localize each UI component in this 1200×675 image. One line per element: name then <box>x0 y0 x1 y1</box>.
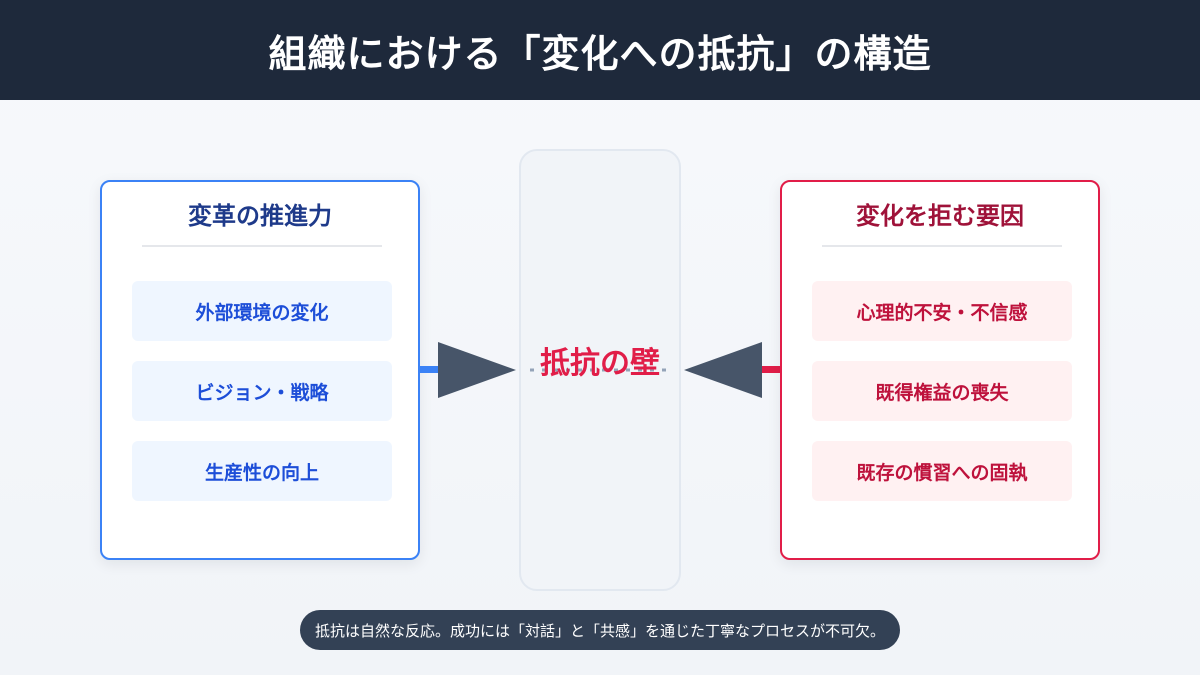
driving-forces-title: 変革の推進力 <box>188 202 332 230</box>
resisting-factors-panel: 変化を拒む要因 心理的不安・不信感 既得権益の喪失 既存の慣習への固執 <box>780 180 1100 560</box>
resisting-factors-title: 変化を拒む要因 <box>856 202 1024 230</box>
driving-force-item: 外部環境の変化 <box>132 281 392 341</box>
resisting-factor-item: 既得権益の喪失 <box>812 361 1072 421</box>
right-arrow-icon <box>438 342 516 398</box>
left-arrow-icon <box>684 342 762 398</box>
wall-label: 抵抗の壁 <box>540 346 660 381</box>
driving-force-item: ビジョン・戦略 <box>132 361 392 421</box>
push-line <box>420 366 440 373</box>
resisting-factor-item: 心理的不安・不信感 <box>812 281 1072 341</box>
resisting-factor-item: 既存の慣習への固執 <box>812 441 1072 501</box>
header-bar: 組織における「変化への抵抗」の構造 <box>0 0 1200 100</box>
footer-note: 抵抗は自然な反応。成功には「対話」と「共感」を通じた丁寧なプロセスが不可欠。 <box>300 610 900 650</box>
page-title: 組織における「変化への抵抗」の構造 <box>268 31 932 76</box>
driving-force-item: 生産性の向上 <box>132 441 392 501</box>
resist-line <box>762 366 780 373</box>
driving-forces-panel: 変革の推進力 外部環境の変化 ビジョン・戦略 生産性の向上 <box>100 180 420 560</box>
panel-divider <box>822 245 1062 247</box>
footer-note-text: 抵抗は自然な反応。成功には「対話」と「共感」を通じた丁寧なプロセスが不可欠。 <box>314 621 885 640</box>
panel-divider <box>142 245 382 247</box>
